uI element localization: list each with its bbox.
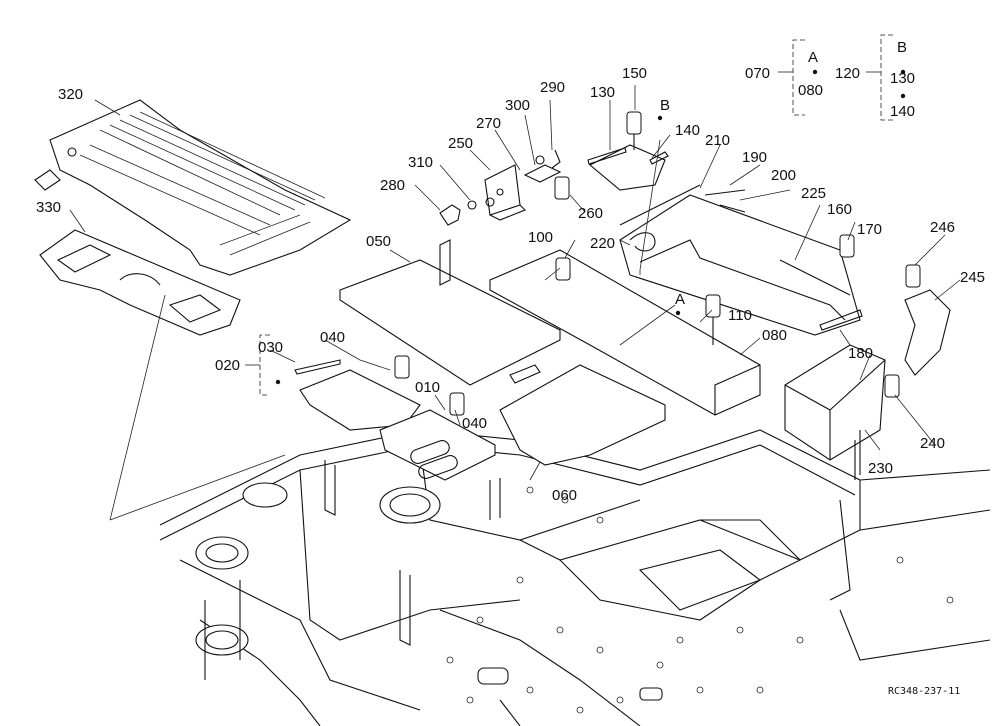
label-270: 270 <box>476 115 501 132</box>
label-246: 246 <box>930 219 955 236</box>
label-170: 170 <box>857 221 882 238</box>
label-180: 180 <box>848 345 873 362</box>
group-ticks <box>245 71 881 366</box>
label-130b: 130 <box>890 70 915 87</box>
label-260: 260 <box>578 205 603 222</box>
label-200: 200 <box>771 167 796 184</box>
callout-a-group: A <box>808 49 818 66</box>
label-330: 330 <box>36 199 61 216</box>
latch-parts <box>523 149 562 183</box>
panel-a <box>489 249 761 416</box>
label-030: 030 <box>258 339 283 356</box>
cover-245 <box>904 289 951 376</box>
bracket-250 <box>484 164 526 221</box>
label-050: 050 <box>366 233 391 250</box>
label-220: 220 <box>590 235 615 252</box>
figure-code: RC348-237-11 <box>888 686 960 697</box>
label-240: 240 <box>920 435 945 452</box>
label-130a: 130 <box>590 84 615 101</box>
label-190: 190 <box>742 149 767 166</box>
ref-dots <box>275 69 906 385</box>
label-120: 120 <box>835 65 860 82</box>
label-160: 160 <box>827 201 852 218</box>
label-225: 225 <box>801 185 826 202</box>
panel-upper <box>619 184 863 336</box>
callout-a-ref: A <box>675 291 685 308</box>
bolts <box>394 111 921 416</box>
plate-top-small <box>587 144 669 191</box>
floor-mat-330 <box>39 229 241 336</box>
label-310: 310 <box>408 154 433 171</box>
plate-050 <box>339 239 561 386</box>
plate-010 <box>379 409 496 481</box>
callout-b-group: B <box>897 39 907 56</box>
label-040a: 040 <box>320 329 345 346</box>
label-020: 020 <box>215 357 240 374</box>
label-300: 300 <box>505 97 530 114</box>
label-040b: 040 <box>462 415 487 432</box>
label-290: 290 <box>540 79 565 96</box>
callout-b-ref: B <box>660 97 670 114</box>
label-210: 210 <box>705 132 730 149</box>
label-140b: 140 <box>890 103 915 120</box>
label-080a: 080 <box>762 327 787 344</box>
callout-letters: A B B A <box>660 39 907 308</box>
label-150: 150 <box>622 65 647 82</box>
label-280: 280 <box>380 177 405 194</box>
label-250: 250 <box>448 135 473 152</box>
label-100: 100 <box>528 229 553 246</box>
label-245: 245 <box>960 269 985 286</box>
plate-060 <box>499 364 666 466</box>
floor-mat-320 <box>34 99 352 276</box>
label-230: 230 <box>868 460 893 477</box>
label-140a: 140 <box>675 122 700 139</box>
leader-lines <box>69 85 961 521</box>
label-070: 070 <box>745 65 770 82</box>
label-080b: 080 <box>798 82 823 99</box>
label-010: 010 <box>415 379 440 396</box>
label-110: 110 <box>728 307 752 324</box>
part-labels: 320 330 050 030 020 040 010 040 060 100 … <box>36 65 985 504</box>
chassis-frame <box>159 429 991 726</box>
clip-220 <box>629 232 656 252</box>
knob-280 <box>439 197 495 226</box>
label-320: 320 <box>58 86 83 103</box>
label-060: 060 <box>552 487 577 504</box>
